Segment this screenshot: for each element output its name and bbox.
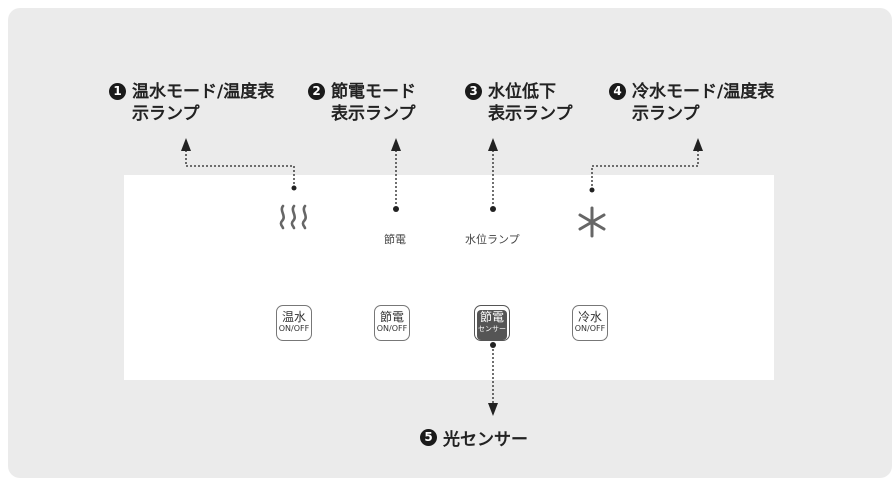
button-sublabel: ON/OFF [278,324,310,333]
eco-lamp-label: 節電 [384,233,406,246]
callout-line: 表示ランプ [488,104,573,124]
sensor-label: 光センサー [443,430,528,450]
snowflake-asterisk-icon [578,206,606,238]
button-sublabel: ON/OFF [376,324,408,333]
steam-icon [279,204,307,230]
water-level-lamp-label: 水位ランプ [465,233,520,246]
callout-number: 1 [109,83,126,100]
callout-line: 示ランプ [132,104,200,124]
button-label: 節電 [479,310,504,324]
callout-number: 2 [308,83,325,100]
callout-4: 4 冷水モード/温度表 示ランプ [609,81,774,125]
hot-water-onoff-button[interactable]: 温水 ON/OFF [276,305,312,341]
cold-water-onoff-button[interactable]: 冷水 ON/OFF [572,305,608,341]
button-sublabel: ON/OFF [574,324,606,333]
callout-1: 1 温水モード/温度表 示ランプ [109,81,274,125]
button-label: 冷水 [577,310,602,324]
callout-2: 2 節電モード 表示ランプ [308,81,416,125]
callout-number: 5 [420,429,437,446]
eco-onoff-button[interactable]: 節電 ON/OFF [374,305,410,341]
callout-3: 3 水位低下 表示ランプ [465,81,573,125]
eco-sensor-button[interactable]: 節電 センサー [474,305,510,341]
button-label: 節電 [379,310,404,324]
callout-number: 3 [465,83,482,100]
callout-number: 4 [609,83,626,100]
callout-5: 5 光センサー [420,425,528,450]
callout-line: 温水モード/温度表 [132,82,275,102]
callout-line: 示ランプ [632,104,700,124]
callout-line: 水位低下 [488,82,556,102]
button-label: 温水 [281,310,306,324]
callout-line: 節電モード [331,82,416,102]
button-sublabel: センサー [478,325,506,333]
callout-line: 表示ランプ [331,104,416,124]
control-panel [124,175,774,380]
callout-line: 冷水モード/温度表 [632,82,775,102]
